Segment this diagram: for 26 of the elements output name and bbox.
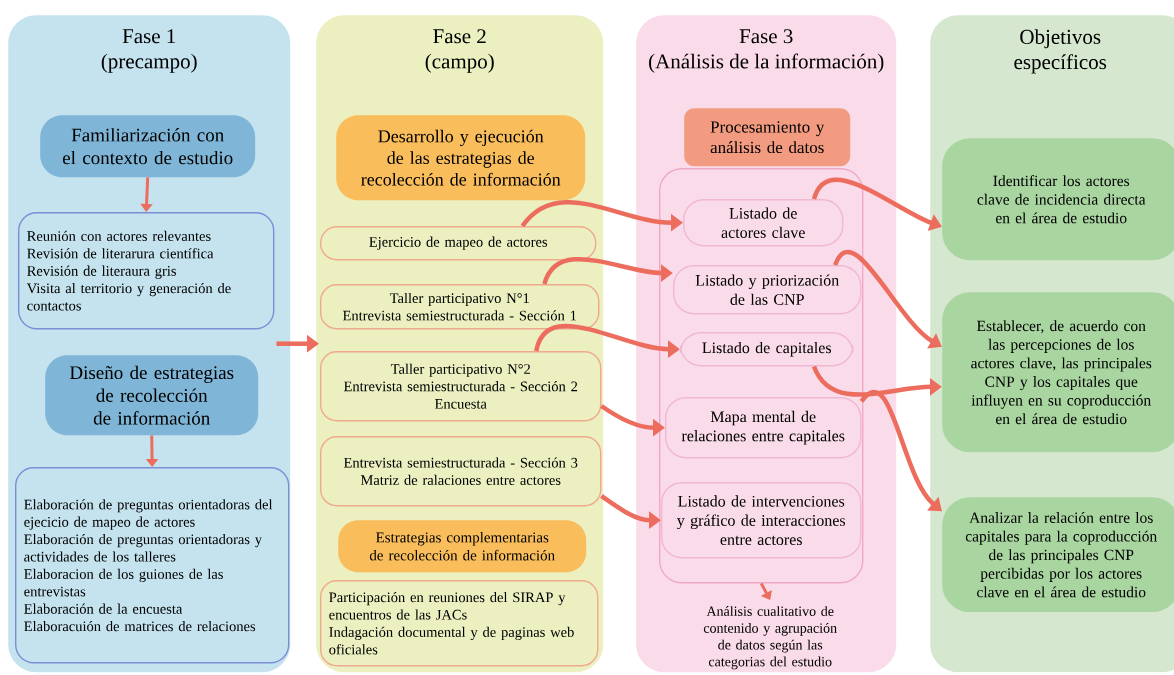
objective-box: Analizar la relación entre los capitales para la coproducción de las principales CNP percibidas por los actores clave en el área de estudio xyxy=(942,497,1174,613)
step-box: Estrategias complementarias de recolección de información xyxy=(338,520,587,573)
results-container xyxy=(659,168,864,584)
activity-box: Taller participativo N°1 Entrevista semiestructurada - Sección 1 xyxy=(320,284,600,330)
activity-list-box: Elaboración de preguntas orientadoras del ejecicio de mapeo de actores Elaboración de preguntas orientadoras y actividades de los talleres Elaboracion de los guiones de las entrevistas Elaboración de la encuesta Elaboracuión de matrices de relaciones xyxy=(15,467,290,664)
objective-box: Identificar los actores clave de incidencia directa en el área de estudio xyxy=(942,138,1174,261)
activity-list-box: Reunión con actores relevantes Revisión de literarura científica Revisión de literaura gris Visita al territorio y generación de contactos xyxy=(18,212,275,330)
result-box: Listado de actores clave xyxy=(683,199,844,247)
activity-box: Entrevista semiestructurada - Sección 3 Matriz de ralaciones entre actores xyxy=(320,436,602,507)
step-box: Familiarización con el contexto de estudio xyxy=(40,115,256,178)
step-box: Desarrollo y ejecución de las estrategias de recolección de información xyxy=(336,115,586,201)
result-box: Listado de intervenciones y gráfico de interacciones entre actores xyxy=(661,482,862,559)
result-box: Listado de capitales xyxy=(680,332,854,367)
note-text: Análisis cualitativo de contenido y agrupación de datos según las categorias del estudio xyxy=(703,606,837,670)
step-box: Procesamiento y análisis de datos xyxy=(684,108,851,167)
activity-box: Taller participativo N°2 Entrevista semiestructurada - Sección 2 Encuesta xyxy=(320,351,602,422)
activity-box: Ejercicio de mapeo de actores xyxy=(320,226,597,261)
arrow xyxy=(859,390,942,512)
arrow xyxy=(759,582,772,600)
activity-list-box: Participación en reuniones del SIRAP y encuentros de las JACs Indagación documental y de paginas web oficiales xyxy=(320,580,599,667)
objective-box: Establecer, de acuerdo con las percepciones de los actores clave, las principales CNP y los capitales que influyen en su coproducción en el área de estudio xyxy=(942,292,1174,453)
step-box: Diseño de estrategias de recolección de información xyxy=(45,355,259,436)
result-box: Mapa mental de relaciones entre capitales xyxy=(665,397,862,459)
arrow xyxy=(833,249,942,349)
result-box: Listado y priorización de las CNP xyxy=(673,265,862,315)
arrow xyxy=(811,177,942,231)
